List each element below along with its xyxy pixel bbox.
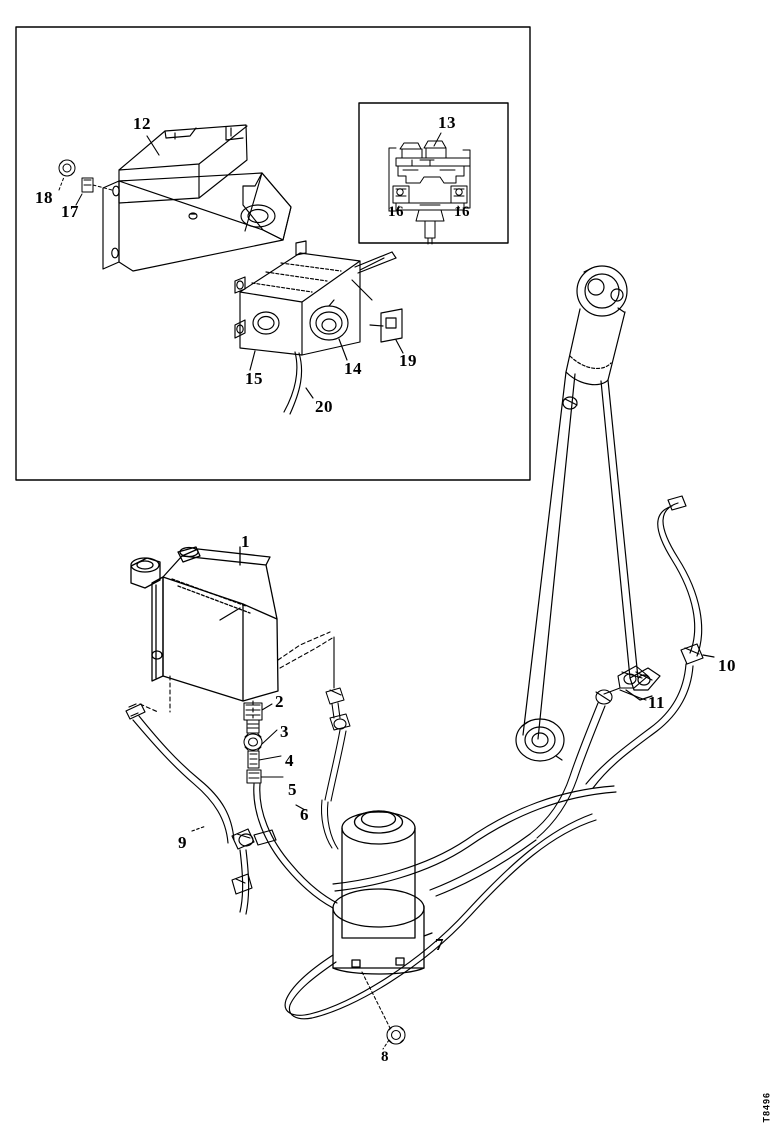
callout-9: 9: [178, 833, 187, 852]
hose-clamp: [529, 665, 649, 839]
callout-10: 10: [718, 656, 736, 675]
callout-17: 17: [61, 202, 79, 221]
drawing-reference-code: T8496: [762, 1092, 772, 1123]
callout-7: 7: [435, 935, 444, 954]
mounting-nut: [361, 971, 406, 1050]
valve-manifold-block: [234, 240, 404, 415]
filter-screen: [247, 750, 260, 769]
o-ring: [243, 733, 263, 751]
callout-19: 19: [399, 351, 417, 370]
callout-20: 20: [315, 397, 333, 416]
callout-16-right: 16: [454, 204, 470, 220]
fitting-upper: [243, 702, 263, 721]
hydraulic-reservoir: [130, 546, 279, 702]
callout-3: 3: [280, 722, 289, 741]
callout-12: 12: [133, 114, 151, 133]
fitting-stack: [243, 702, 284, 784]
adapter-fitting: [246, 769, 262, 784]
callout-13: 13: [438, 113, 456, 132]
right-fitting-cluster: [321, 687, 351, 850]
drain-tube: [283, 351, 298, 413]
lock-washer-18: [58, 159, 76, 177]
lower-hose-loop: [284, 813, 597, 1020]
switch-assembly-detail: [388, 132, 471, 245]
suction-hose: [253, 783, 338, 909]
callout-4: 4: [285, 751, 294, 770]
mounting-bracket: [102, 124, 292, 272]
technical-line-drawing: [15, 26, 715, 1050]
callout-5: 5: [288, 780, 297, 799]
hose-to-pump: [429, 833, 537, 897]
callout-16-left: 16: [388, 204, 404, 220]
callout-15: 15: [245, 369, 263, 388]
return-hose: [125, 703, 277, 915]
hydraulic-cylinder: [515, 265, 661, 762]
pressure-hose: [585, 495, 715, 789]
callout-2: 2: [275, 692, 284, 711]
callout-1: 1: [241, 532, 250, 551]
callout-14: 14: [344, 359, 362, 378]
upper-assembly-panel-border: [15, 26, 531, 481]
fastener-group: [58, 159, 113, 206]
electric-pump-motor: [332, 810, 433, 975]
switch-detail-panel-border: [358, 102, 509, 244]
callout-8: 8: [381, 1049, 389, 1065]
parts-diagram-sheet: 1 2 3 4 5 6 7 8 9 10 11 12 13 14 15 16 1…: [15, 26, 772, 1123]
pressure-hose-sweep: [332, 785, 617, 892]
callout-6: 6: [300, 805, 309, 824]
callout-11: 11: [648, 693, 666, 712]
callout-18: 18: [35, 188, 53, 207]
cap-screw-17: [81, 177, 94, 193]
